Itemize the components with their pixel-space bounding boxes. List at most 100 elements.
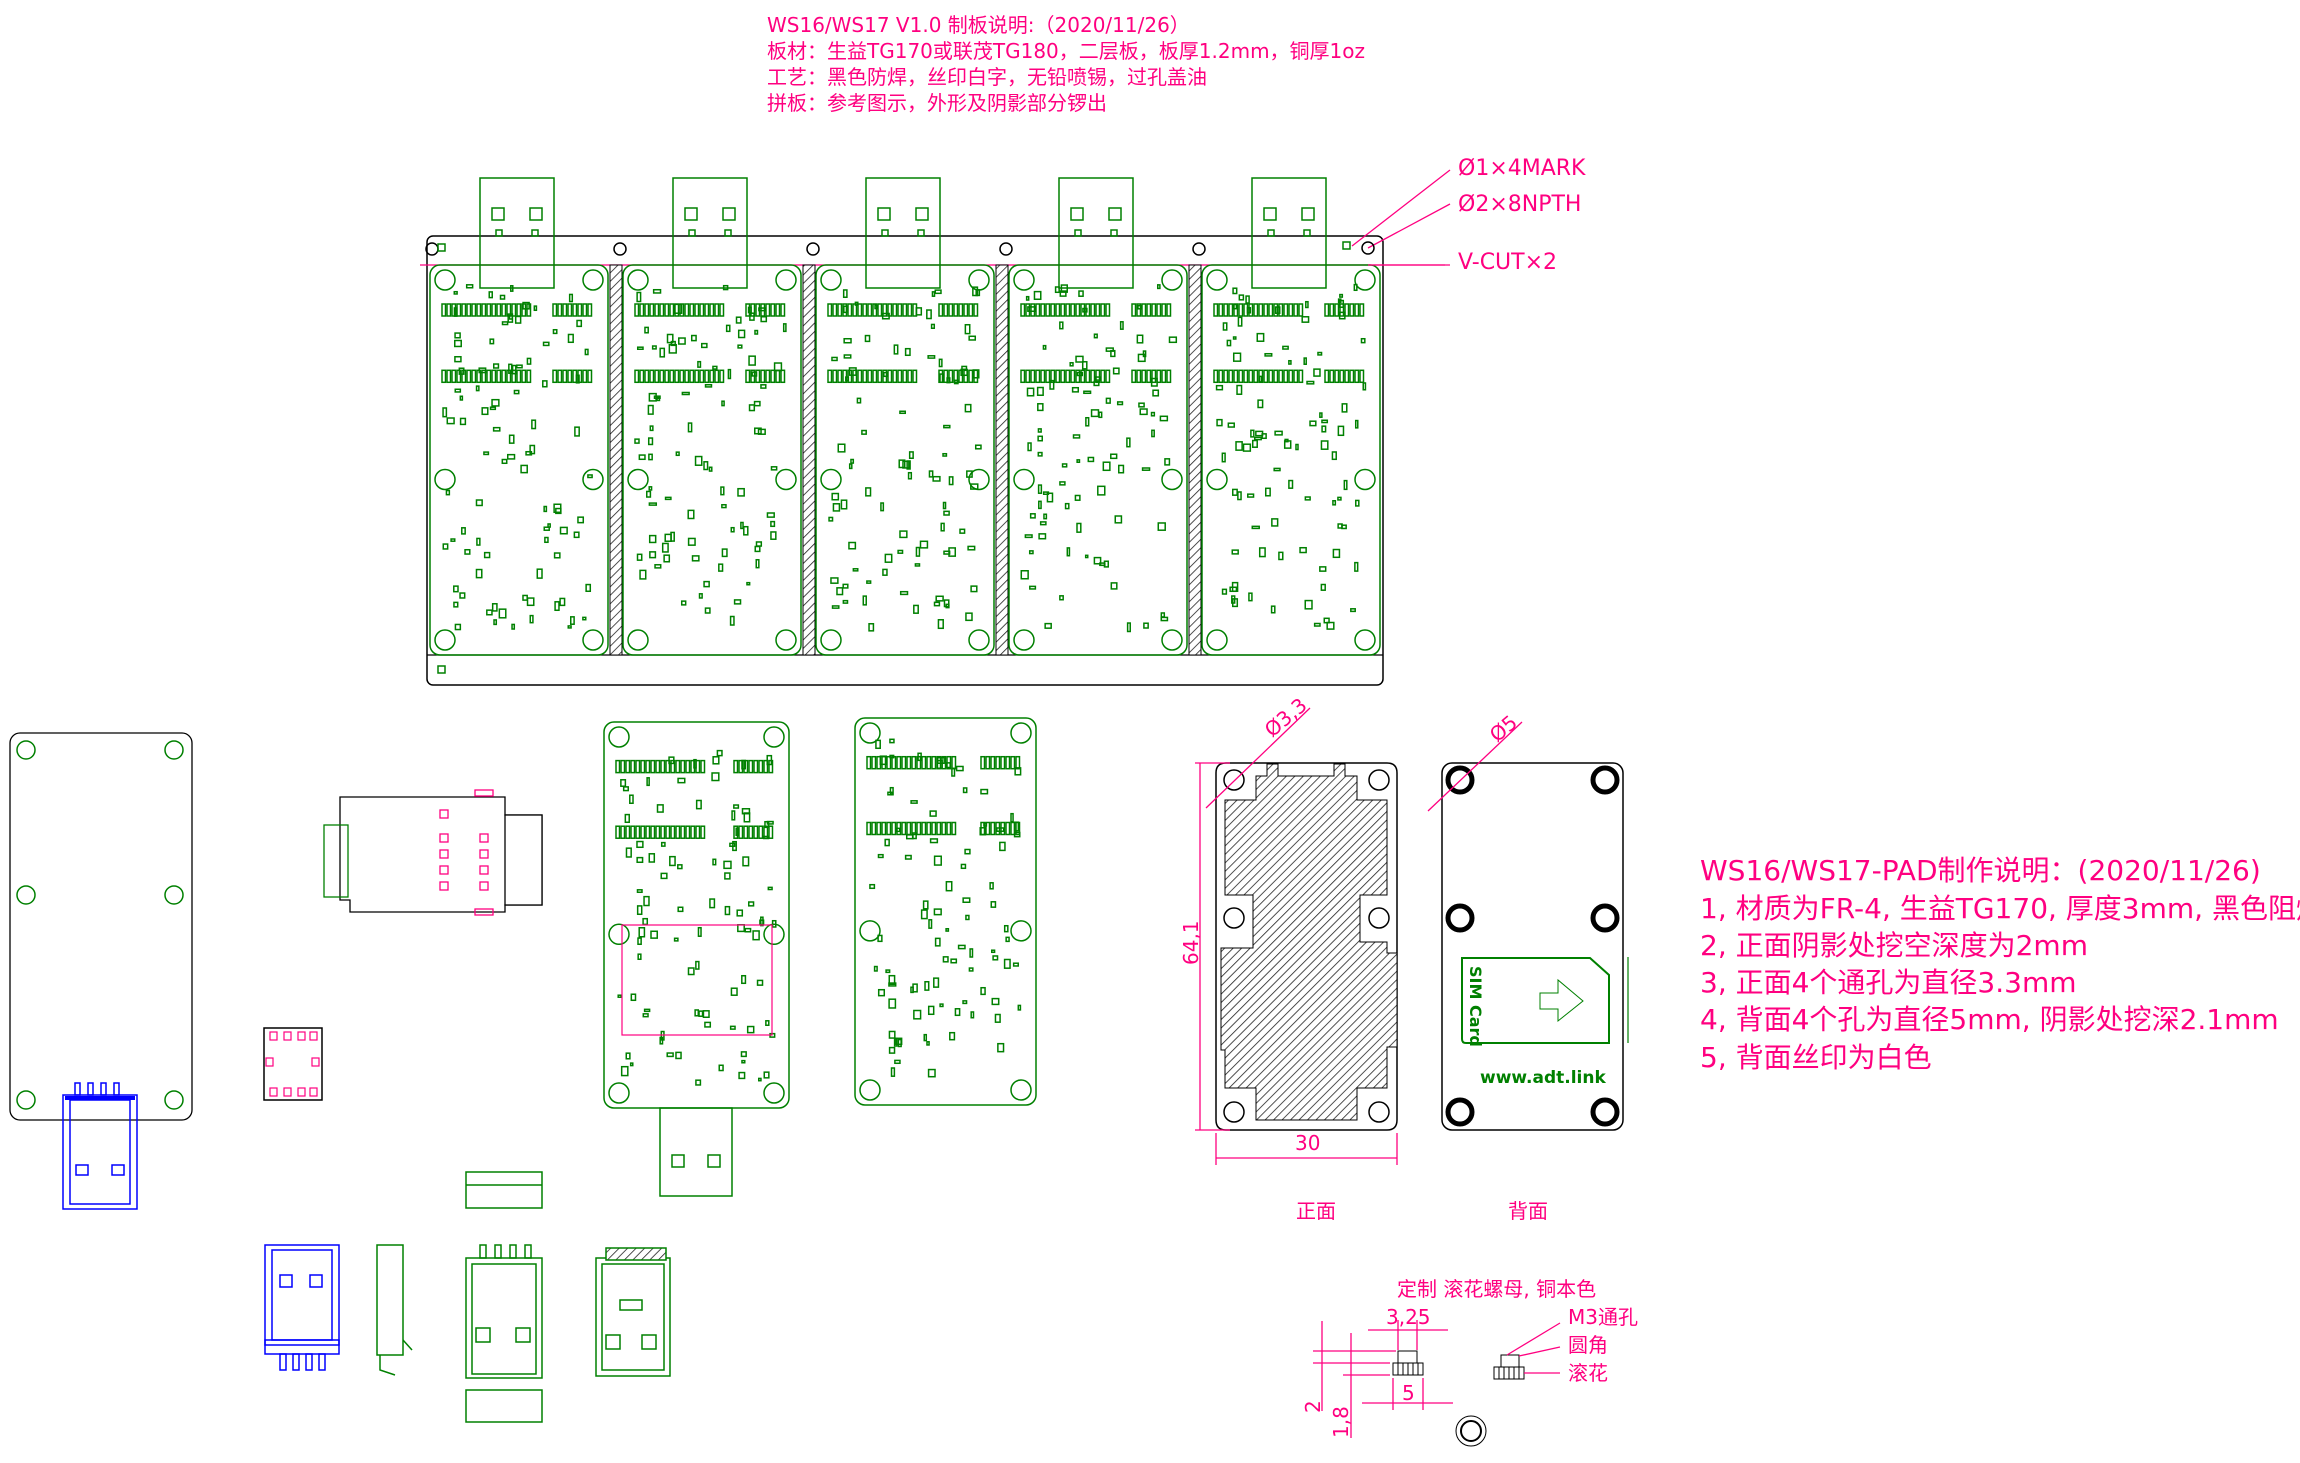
pad-note-3: 3, 正面4个通孔为直径3.3mm: [1700, 966, 2077, 999]
routed-slot: [609, 264, 623, 656]
mounting-hole: [608, 726, 630, 748]
sim-card-outline: [1461, 957, 1610, 1044]
front-label: 正面: [1296, 1199, 1336, 1223]
usb-tab: [865, 177, 941, 289]
routed-slot: [802, 264, 816, 656]
mounting-hole: [1013, 629, 1035, 651]
dim-width: 30: [1295, 1131, 1320, 1155]
panel-board: [1008, 264, 1188, 656]
note-line-2: 板材：生益TG170或联茂TG180，二层板，板厚1.2mm，铜厚1oz: [767, 39, 1365, 63]
panel-board: [815, 264, 995, 656]
nut-title: 定制 滚花螺母, 铜本色: [1397, 1277, 1596, 1301]
routed-slot: [1188, 264, 1202, 656]
mounting-hole: [1161, 629, 1183, 651]
website-text: www.adt.link: [1480, 1068, 1606, 1088]
mounting-hole: [627, 629, 649, 651]
mounting-hole: [1161, 468, 1183, 491]
pad-front-view: Ø3,3 64,1 30 正面: [1179, 693, 1398, 1223]
enclosure-outline: [9, 732, 193, 1121]
panel-outline: [426, 235, 1384, 686]
mounting-hole: [608, 923, 630, 946]
pad-note-5: 5, 背面丝印为白色: [1700, 1041, 1932, 1074]
nut-dim-bottom: 5: [1402, 1381, 1415, 1405]
mounting-hole: [763, 726, 785, 748]
mounting-hole: [1010, 920, 1032, 942]
component-views: [9, 717, 1037, 1423]
mounting-hole: [1010, 722, 1032, 744]
mark-fiducial: [1342, 241, 1351, 250]
panel-board: [429, 264, 609, 656]
note-line-1: WS16/WS17 V1.0 制板说明:（2020/11/26）: [767, 13, 1190, 37]
chip-footprint: [263, 1027, 323, 1101]
nut-dim-h2: 1,8: [1329, 1406, 1353, 1438]
panel-board: [1201, 264, 1381, 656]
usb-tab: [672, 177, 748, 289]
mounting-hole: [820, 629, 842, 651]
mounting-hole: [1354, 468, 1376, 491]
mounting-hole: [763, 923, 785, 946]
routed-slot: [995, 264, 1009, 656]
mounting-hole: [775, 269, 797, 291]
usb-tab: [479, 177, 555, 289]
mounting-hole: [859, 1079, 881, 1101]
usb-a-top: [465, 1171, 543, 1423]
usb-a-bottom: [595, 1247, 671, 1377]
dim-hole-front: Ø3,3: [1260, 693, 1312, 742]
panel-board: [622, 264, 802, 656]
top-notes: WS16/WS17 V1.0 制板说明:（2020/11/26） 板材：生益TG…: [767, 13, 1365, 115]
usb-plug-blue: [62, 1082, 138, 1210]
usb-a-side: [376, 1244, 413, 1376]
mounting-hole: [582, 629, 604, 651]
pad-back-view: Ø5 SIM Card www.adt.link 背面: [1427, 710, 1629, 1223]
module-board-back: [854, 717, 1037, 1106]
callout-npth: Ø2×8NPTH: [1458, 192, 1581, 217]
mounting-hole: [968, 269, 990, 291]
mounting-hole: [775, 468, 797, 491]
mounting-hole: [1206, 629, 1228, 651]
pad-notes: WS16/WS17-PAD制作说明：(2020/11/26) 1, 材质为FR-…: [1700, 854, 2300, 1074]
sim-connector: [323, 789, 543, 916]
usb-a-front-blue: [264, 1244, 340, 1371]
mounting-hole: [1354, 269, 1376, 291]
knurled-nut-drawing: 定制 滚花螺母, 铜本色 3,25 5 2 1,8 M3通孔 圆角 滚花: [1301, 1277, 1638, 1447]
label-round-corner: 圆角: [1568, 1333, 1608, 1357]
mounting-hole: [1013, 269, 1035, 291]
note-line-3: 工艺：黑色防焊，丝印白字，无铅喷锡，过孔盖油: [767, 65, 1207, 89]
mounting-hole: [1206, 269, 1228, 291]
label-knurl: 滚花: [1568, 1361, 1608, 1385]
mounting-hole: [968, 468, 990, 491]
mounting-hole: [1161, 269, 1183, 291]
mounting-hole: [1013, 468, 1035, 491]
panel-callouts: Ø1×4MARK Ø2×8NPTH V-CUT×2: [1342, 156, 1586, 275]
usb-plug: [659, 1107, 733, 1197]
mounting-hole: [434, 468, 456, 491]
usb-tab: [1058, 177, 1134, 289]
pad-notes-title: WS16/WS17-PAD制作说明：(2020/11/26): [1700, 854, 2261, 887]
mounting-hole: [627, 269, 649, 291]
note-line-4: 拼板：参考图示，外形及阴影部分锣出: [767, 91, 1107, 115]
mounting-hole: [820, 269, 842, 291]
mounting-hole: [582, 468, 604, 491]
mounting-hole: [434, 629, 456, 651]
mounting-hole: [608, 1082, 630, 1104]
callout-vcut: V-CUT×2: [1458, 250, 1557, 275]
mounting-hole: [1354, 629, 1376, 651]
pad-note-4: 4, 背面4个孔为直径5mm, 阴影处挖深2.1mm: [1700, 1003, 2279, 1036]
usb-tab: [1251, 177, 1327, 289]
sim-card-text: SIM Card: [1466, 966, 1485, 1047]
mounting-hole: [775, 629, 797, 651]
pad-note-1: 1, 材质为FR-4, 生益TG170, 厚度3mm, 黑色阻焊: [1700, 892, 2300, 925]
label-m3-hole: M3通孔: [1568, 1305, 1638, 1329]
module-board-front: [603, 721, 790, 1109]
callout-mark: Ø1×4MARK: [1458, 156, 1586, 181]
mounting-hole: [1010, 1079, 1032, 1101]
arrow-right-icon: [1539, 978, 1584, 1023]
pcb-panel: [420, 177, 1445, 686]
mounting-hole: [820, 468, 842, 491]
nut-dim-top: 3,25: [1386, 1305, 1431, 1329]
mounting-hole: [627, 468, 649, 491]
mounting-hole: [582, 269, 604, 291]
pad-note-2: 2, 正面阴影处挖空深度为2mm: [1700, 929, 2088, 962]
dim-hole-back: Ø5: [1485, 710, 1522, 747]
